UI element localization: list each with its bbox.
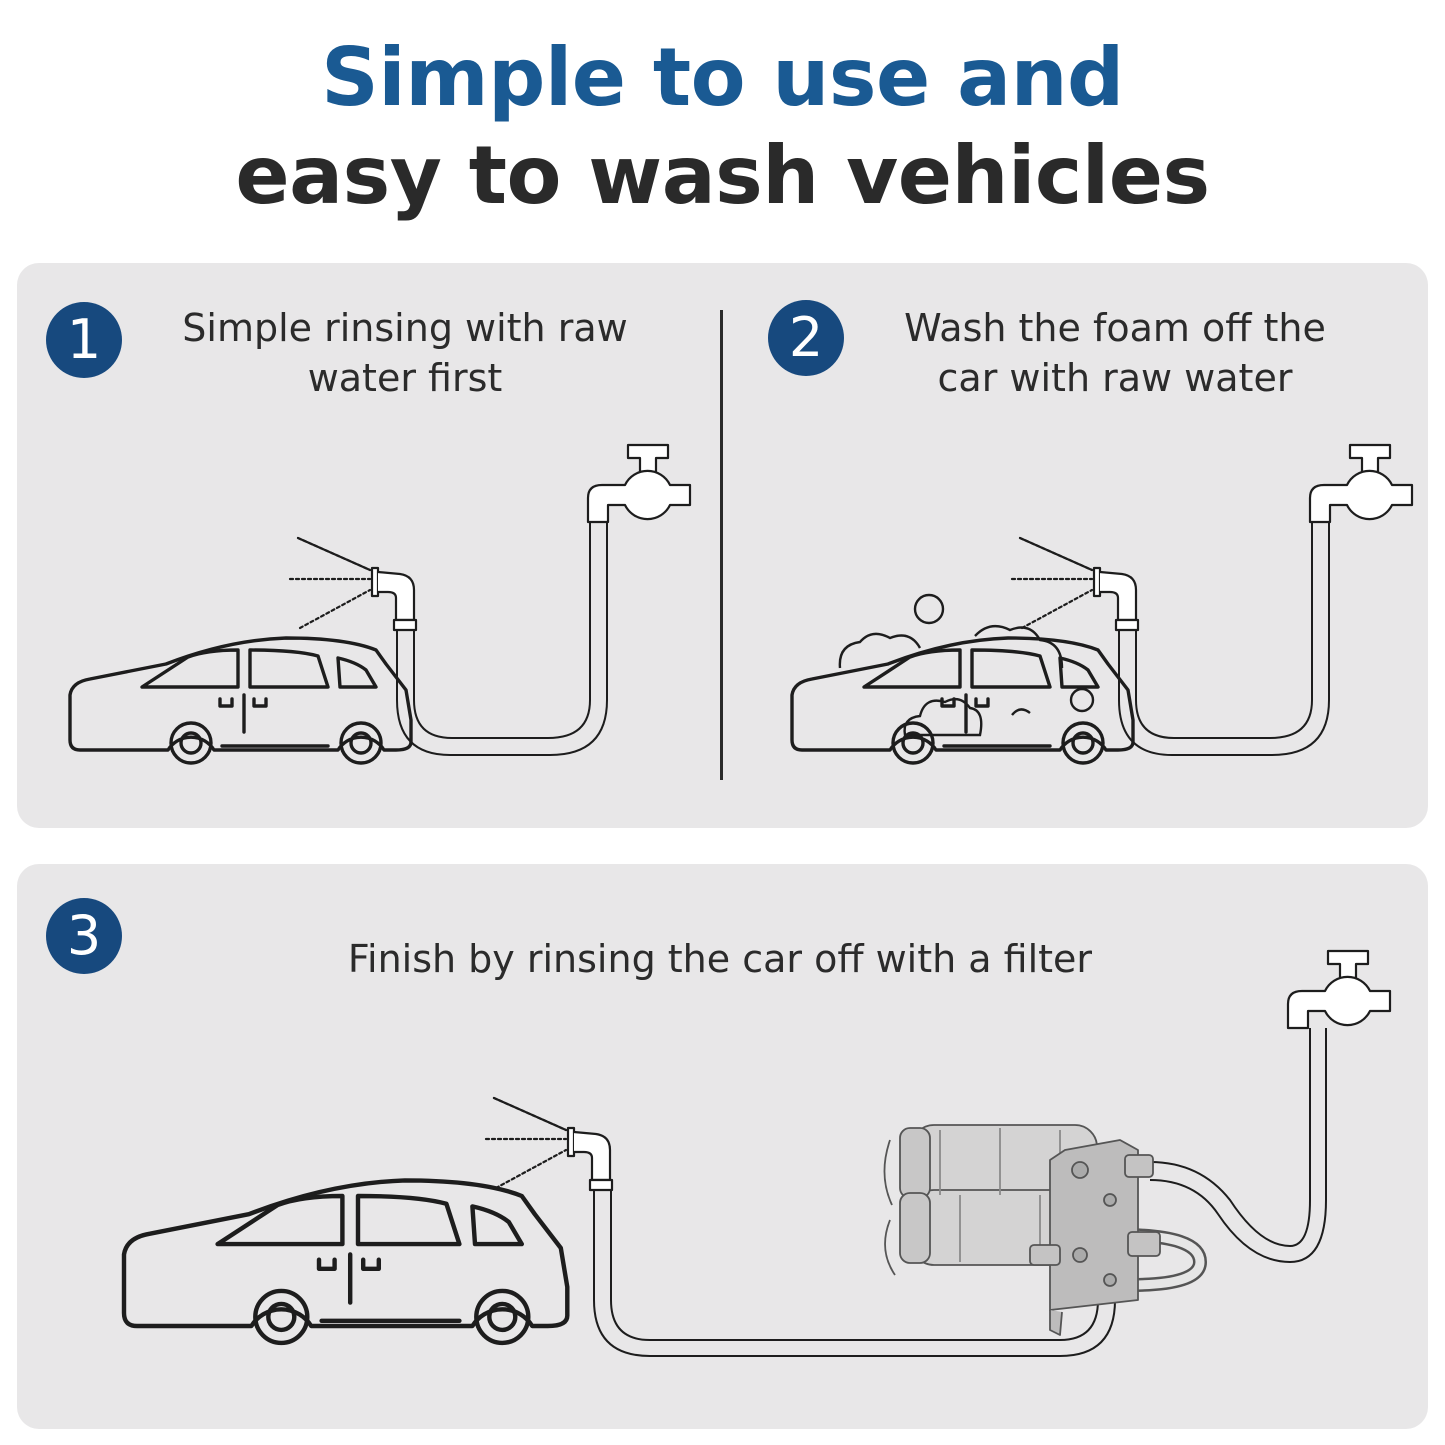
water-filter-unit <box>883 1124 1207 1336</box>
step-1-car <box>68 636 413 765</box>
step-1-hose <box>396 522 608 756</box>
step-2-foam-bubbles <box>838 593 1095 737</box>
step-3-hose-to-faucet <box>1149 1028 1327 1264</box>
step-2-text: Wash the foam off the car with raw water <box>904 306 1326 400</box>
panel-divider <box>720 310 723 780</box>
step-1-nozzle-icon <box>288 536 418 632</box>
step-1-badge: 1 <box>46 302 122 378</box>
step-2-nozzle-icon <box>1010 536 1140 632</box>
step-3-text: Finish by rinsing the car off with a fil… <box>347 937 1093 981</box>
step-2-hose <box>1118 522 1330 756</box>
step-3-hose-to-nozzle <box>593 1190 1116 1357</box>
title-line-2: easy to wash vehicles <box>235 129 1210 222</box>
step-1-faucet-icon <box>586 443 692 524</box>
step-2-badge: 2 <box>768 300 844 376</box>
step-3-nozzle-icon <box>484 1096 614 1192</box>
step-3-car <box>124 1180 567 1343</box>
step-3-faucet-icon <box>1286 949 1392 1030</box>
title-line-1: Simple to use and <box>321 31 1124 124</box>
step-3-badge: 3 <box>46 898 122 974</box>
step-1-text: Simple rinsing with raw water first <box>182 306 628 400</box>
steps-panel-bottom <box>17 864 1428 1429</box>
step-2-faucet-icon <box>1308 443 1414 524</box>
